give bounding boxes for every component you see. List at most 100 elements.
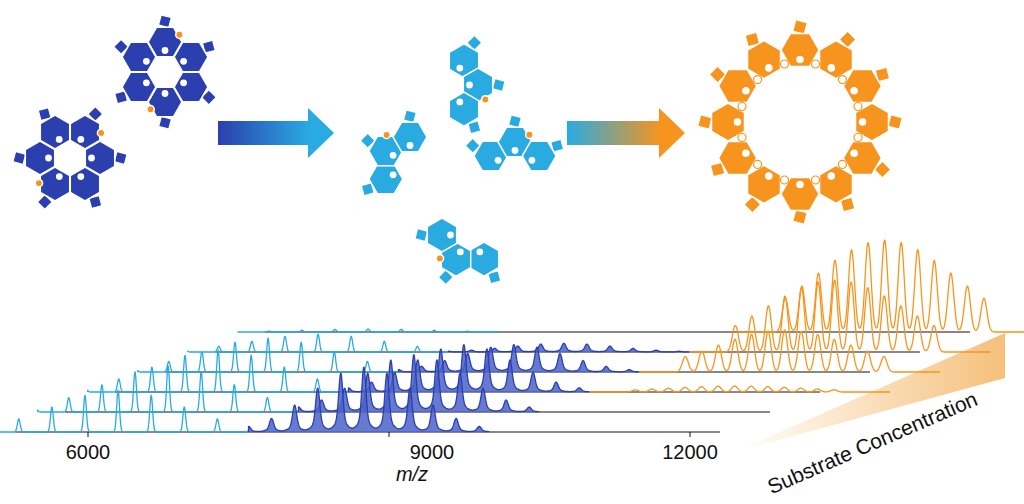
subunit-body <box>40 115 69 149</box>
spectrum-peaks <box>349 345 590 392</box>
subunit-site <box>828 172 836 180</box>
subunit-site <box>850 150 858 158</box>
trace-ground <box>215 252 920 352</box>
spectrum-peaks <box>399 345 640 372</box>
subunit-knob <box>404 110 417 123</box>
subunit-site <box>162 90 169 97</box>
bound-substrate <box>738 134 746 142</box>
subunit-body <box>469 242 498 276</box>
protein-subunit <box>744 165 780 212</box>
subunit-body <box>843 70 881 103</box>
subunit-site <box>143 58 150 65</box>
protein-subunit <box>856 103 903 141</box>
protein-subunit <box>709 66 756 102</box>
subunit-body <box>748 41 781 79</box>
protein-subunit <box>820 165 855 211</box>
protein-subunit <box>361 164 402 195</box>
protein-subunit <box>781 20 819 67</box>
subunit-knob <box>159 116 172 129</box>
subunit-body <box>522 141 556 170</box>
subunit-site <box>734 118 742 126</box>
subunit-body <box>369 164 403 193</box>
protein-subunit <box>781 178 819 225</box>
spectrum-trace <box>238 232 1024 332</box>
spectrum-peaks <box>188 334 449 352</box>
subunit-site <box>56 136 63 143</box>
axis-tick <box>690 432 691 437</box>
spectrum-trace <box>188 252 990 352</box>
subunit-body <box>719 142 757 175</box>
protein-subunit <box>114 39 156 71</box>
protein-subunit <box>174 40 215 71</box>
subunit-site <box>447 232 454 239</box>
subunit-site <box>88 155 95 162</box>
subunit-site <box>390 171 397 178</box>
subunit-site <box>457 249 464 256</box>
subunit-site <box>796 181 804 189</box>
bound-substrate <box>812 60 820 68</box>
subunit-knob <box>509 115 522 128</box>
axis-title: m/z <box>396 464 428 484</box>
protein-complexes <box>13 15 902 285</box>
protein-subunit <box>745 32 780 78</box>
axis-value: 9000 <box>410 442 455 462</box>
protein-subunit <box>843 67 889 102</box>
transition-arrow <box>567 108 685 158</box>
subunit-knob <box>415 229 428 242</box>
subunit-site <box>56 173 63 180</box>
subunit-site <box>456 65 463 72</box>
spectrum-trace <box>0 332 720 432</box>
subunit-knob <box>888 115 902 129</box>
spectrum-peaks <box>249 367 490 432</box>
spectrum-peaks <box>639 330 940 372</box>
spectrum-peaks <box>299 355 540 412</box>
subunit-knob <box>13 152 26 165</box>
subunit-site <box>859 118 867 126</box>
subunit-site <box>850 87 858 95</box>
subunit-site <box>742 87 750 95</box>
subunit-site <box>476 249 483 256</box>
bound-substrate <box>526 131 533 138</box>
subunit-site <box>828 64 836 72</box>
bound-substrate <box>754 160 762 168</box>
subunit-body <box>719 70 757 103</box>
protein-subunit <box>522 139 563 170</box>
bound-substrate <box>838 160 846 168</box>
bound-substrate <box>35 179 42 186</box>
axis-value: 12000 <box>662 442 718 462</box>
subunit-site <box>512 147 519 154</box>
protein-subunit <box>13 141 55 175</box>
bound-substrate <box>754 76 762 84</box>
protein-subunit <box>710 142 756 177</box>
subunit-site <box>407 142 414 149</box>
subunit-knob <box>159 15 172 28</box>
subunit-knob <box>793 210 807 224</box>
subunit-body <box>427 218 456 252</box>
spectrum-peaks <box>138 338 399 372</box>
subunit-site <box>162 47 169 54</box>
bound-substrate <box>176 31 183 38</box>
spectrum-trace <box>88 292 890 392</box>
subunit-body <box>820 41 853 79</box>
bound-substrate <box>781 176 789 184</box>
subunit-knob <box>114 152 127 165</box>
subunit-site <box>77 173 84 180</box>
protein-subunit <box>85 141 127 175</box>
subunit-site <box>466 82 473 89</box>
spectrum-trace <box>38 312 770 412</box>
subunit-site <box>742 150 750 158</box>
bound-substrate <box>97 129 104 136</box>
spectrum-peaks <box>38 366 299 412</box>
spectrum-peaks <box>449 343 690 352</box>
subunit-knob <box>492 79 505 92</box>
subunit-site <box>796 56 804 64</box>
protein-subunit <box>820 31 856 78</box>
transition-arrow <box>218 108 334 158</box>
subunit-site <box>143 79 150 86</box>
bound-substrate <box>854 134 862 142</box>
protein-subunit <box>415 218 457 252</box>
subunit-site <box>180 79 187 86</box>
bound-substrate <box>812 176 820 184</box>
subunit-body <box>449 92 478 126</box>
